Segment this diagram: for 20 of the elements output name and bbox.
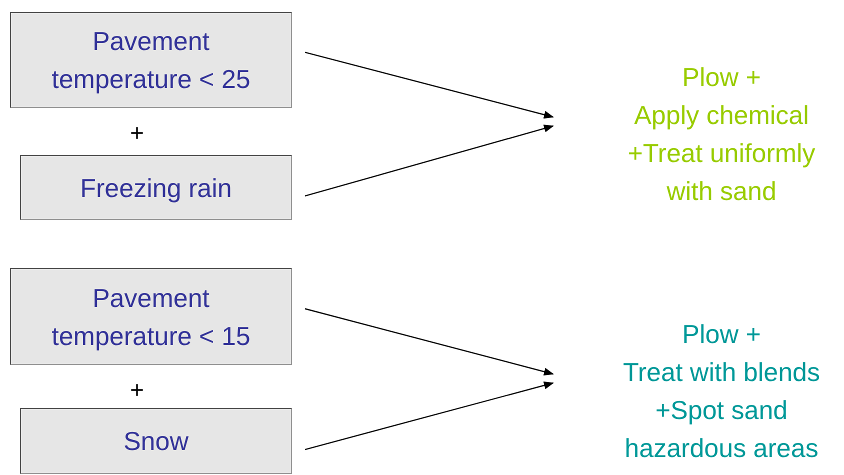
arrow: [304, 52, 554, 119]
condition-box: [10, 268, 292, 365]
treatment-text: Treat with blends: [622, 356, 822, 389]
condition-box: [10, 12, 292, 108]
treatment-text: Plow +: [681, 318, 762, 351]
arrow: [304, 381, 554, 450]
condition-text: Pavement temperature < 15: [50, 282, 252, 352]
treatment-text: +Treat uniformly with sand: [626, 137, 816, 208]
condition-text: Pavement temperature < 25: [50, 25, 252, 96]
plus-sign: +: [128, 120, 145, 148]
treatment-text: Plow +: [681, 61, 762, 94]
condition-text: Freezing rain: [80, 172, 232, 204]
arrow: [304, 308, 554, 376]
treatment-text: Apply chemical: [633, 99, 810, 132]
condition-box: [20, 155, 292, 220]
treatment-text: +Spot sand hazardous areas: [624, 394, 820, 465]
condition-text: Snow: [123, 425, 189, 458]
plus-sign: +: [128, 377, 145, 405]
condition-box: [20, 408, 292, 474]
arrow: [304, 124, 554, 197]
